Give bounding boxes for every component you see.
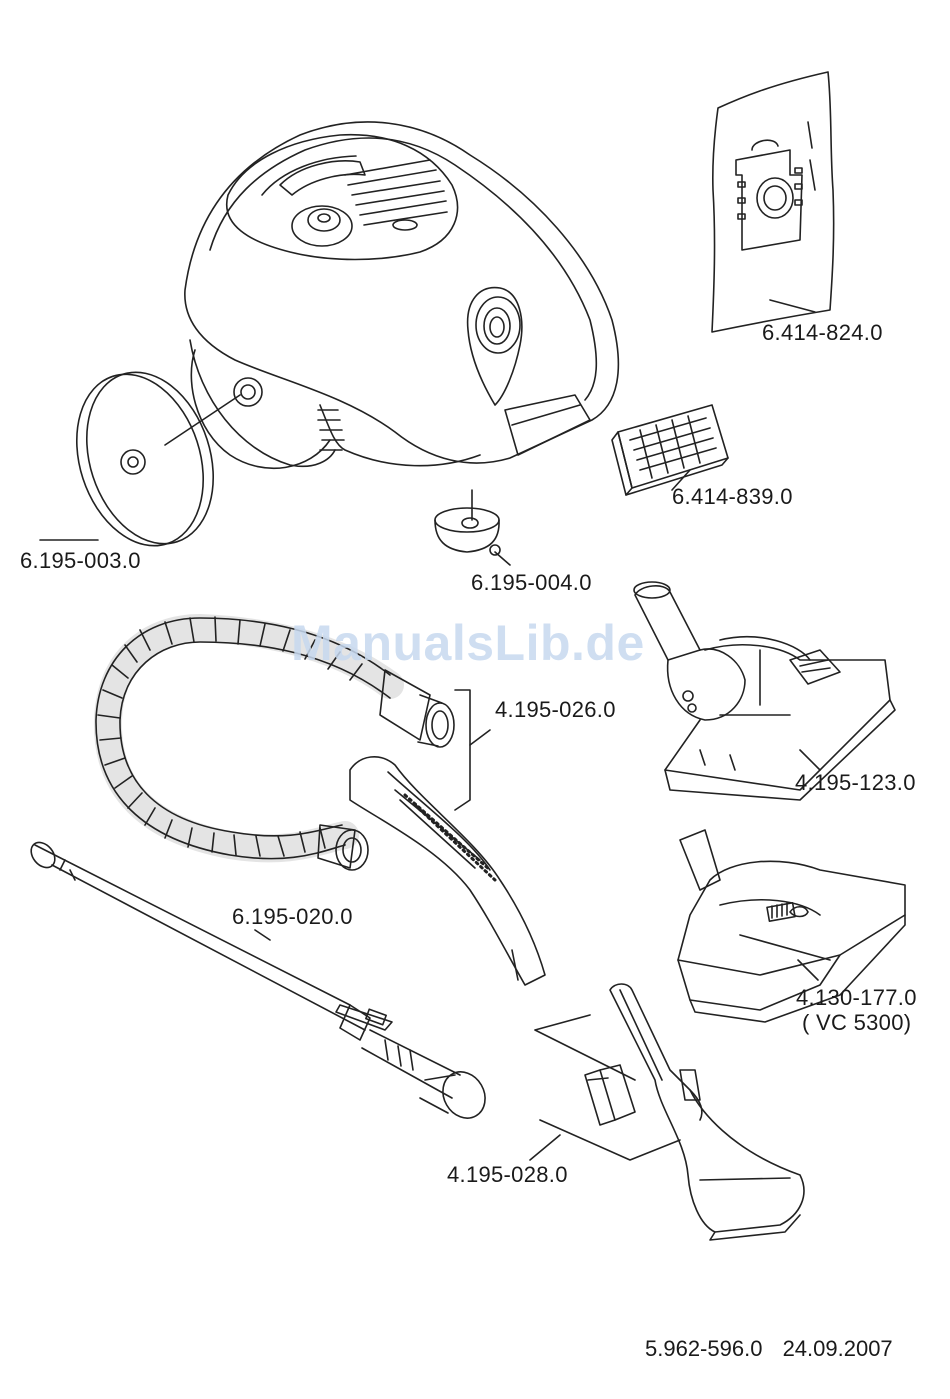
part-label-wheel: 6.195-003.0 xyxy=(20,550,141,572)
part-label-caster: 6.195-004.0 xyxy=(471,572,592,594)
part-label-hose: 4.195-026.0 xyxy=(495,699,616,721)
floor-nozzle-illustration xyxy=(634,582,895,800)
part-label-crevice-tool: 4.195-028.0 xyxy=(447,1164,568,1186)
doc-number: 5.962-596.0 xyxy=(645,1336,762,1361)
part-label-floor-nozzle: 4.195-123.0 xyxy=(795,772,916,794)
part-label-tube: 6.195-020.0 xyxy=(232,906,353,928)
vacuum-body-illustration xyxy=(185,122,619,468)
doc-date: 24.09.2007 xyxy=(783,1336,893,1361)
dust-bag-illustration xyxy=(712,72,834,332)
caster-illustration xyxy=(435,490,510,565)
watermark-text: ManualsLib.de xyxy=(291,614,645,672)
filter-illustration xyxy=(612,405,728,495)
part-label-combi-nozzle: 4.130-177.0 xyxy=(796,987,917,1009)
part-label-combi-nozzle-note: ( VC 5300) xyxy=(802,1012,911,1034)
part-label-bag: 6.414-824.0 xyxy=(762,322,883,344)
hose-illustration xyxy=(96,617,545,985)
part-label-filter: 6.414-839.0 xyxy=(672,486,793,508)
wheel-illustration xyxy=(40,356,240,562)
footer: 5.962-596.0 24.09.2007 xyxy=(645,1336,893,1362)
suction-tube-illustration xyxy=(26,838,493,1126)
